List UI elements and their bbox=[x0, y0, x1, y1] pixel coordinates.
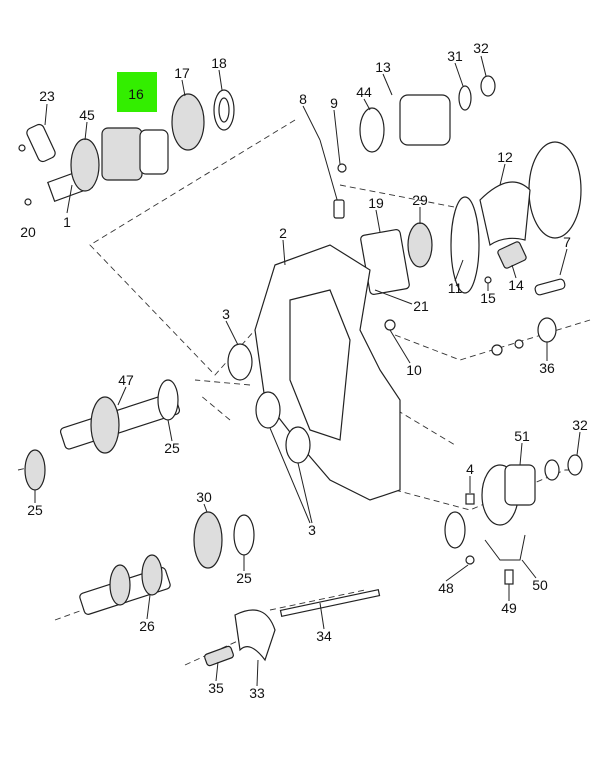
input-shaft-assembly bbox=[18, 89, 235, 206]
callout-4[interactable]: 4 bbox=[466, 461, 474, 477]
callout-13[interactable]: 13 bbox=[375, 59, 391, 75]
callout-23[interactable]: 23 bbox=[39, 88, 55, 104]
shift-rod-assembly bbox=[319, 75, 496, 219]
callout-3[interactable]: 3 bbox=[222, 306, 230, 322]
callout-25[interactable]: 25 bbox=[236, 570, 252, 586]
callout-49[interactable]: 49 bbox=[501, 600, 517, 616]
highlight-box-part-16[interactable] bbox=[117, 72, 157, 112]
callout-48[interactable]: 48 bbox=[438, 580, 454, 596]
callout-10[interactable]: 10 bbox=[406, 362, 422, 378]
shift-fork-assembly bbox=[360, 141, 582, 296]
callout-32[interactable]: 32 bbox=[572, 417, 588, 433]
callout-25[interactable]: 25 bbox=[164, 440, 180, 456]
callout-7[interactable]: 7 bbox=[563, 234, 571, 250]
callout-2[interactable]: 2 bbox=[279, 225, 287, 241]
callout-16[interactable]: 16 bbox=[128, 86, 144, 102]
callout-15[interactable]: 15 bbox=[480, 290, 496, 306]
callout-19[interactable]: 19 bbox=[368, 195, 384, 211]
callout-18[interactable]: 18 bbox=[211, 55, 227, 71]
callout-9[interactable]: 9 bbox=[330, 95, 338, 111]
callout-17[interactable]: 17 bbox=[174, 65, 190, 81]
intermediate-shaft-assembly bbox=[24, 379, 381, 667]
callout-36[interactable]: 36 bbox=[539, 360, 555, 376]
callout-1[interactable]: 1 bbox=[63, 214, 71, 230]
leader-lines bbox=[34, 55, 581, 687]
callout-32[interactable]: 32 bbox=[473, 40, 489, 56]
callout-3[interactable]: 3 bbox=[308, 522, 316, 538]
callout-14[interactable]: 14 bbox=[508, 277, 524, 293]
callout-47[interactable]: 47 bbox=[118, 372, 134, 388]
callout-12[interactable]: 12 bbox=[497, 149, 513, 165]
callout-8[interactable]: 8 bbox=[299, 91, 307, 107]
callout-45[interactable]: 45 bbox=[79, 107, 95, 123]
callout-26[interactable]: 26 bbox=[139, 618, 155, 634]
part-callouts: 23 45 16 17 18 1 20 8 9 13 44 31 32 12 1… bbox=[20, 40, 588, 701]
callout-11[interactable]: 11 bbox=[448, 280, 463, 296]
callout-20[interactable]: 20 bbox=[20, 224, 36, 240]
callout-50[interactable]: 50 bbox=[532, 577, 548, 593]
callout-35[interactable]: 35 bbox=[208, 680, 224, 696]
callout-25[interactable]: 25 bbox=[27, 502, 43, 518]
callout-44[interactable]: 44 bbox=[356, 84, 372, 100]
callout-21[interactable]: 21 bbox=[413, 298, 429, 314]
callout-30[interactable]: 30 bbox=[196, 489, 212, 505]
callout-29[interactable]: 29 bbox=[412, 192, 428, 208]
transfer-case-housing bbox=[227, 244, 401, 501]
callout-33[interactable]: 33 bbox=[249, 685, 265, 701]
callout-34[interactable]: 34 bbox=[316, 628, 332, 644]
callout-51[interactable]: 51 bbox=[514, 428, 530, 444]
output-housing-assembly bbox=[444, 317, 583, 585]
callout-31[interactable]: 31 bbox=[447, 48, 463, 64]
